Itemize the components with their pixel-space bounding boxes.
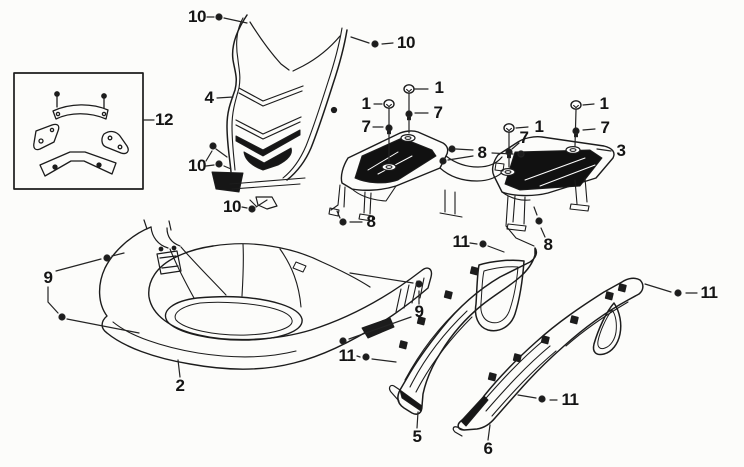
callout-10-top-right: 10 (397, 33, 415, 52)
part-3-floor-panel-drawing (328, 130, 615, 247)
callout-part-12: 12 (155, 110, 173, 129)
right-bracket (101, 130, 129, 155)
callout-11-bottom: 11 (561, 390, 579, 409)
callout-9-right: 9 (414, 302, 424, 321)
callout-part-6: 6 (483, 439, 493, 458)
callout-part-4: 4 (204, 88, 214, 107)
callout-10-mid-left: 10 (188, 156, 206, 175)
callout-part-3: 3 (616, 141, 626, 160)
callout-11-lower-left: 11 (338, 346, 356, 365)
part-5-side-skirt-drawing (388, 247, 538, 415)
callout-part-5: 5 (412, 427, 422, 446)
part-6-side-skirt-drawing (452, 277, 644, 437)
callout-7-third: 7 (519, 128, 529, 147)
left-bracket (33, 123, 60, 151)
callout-8-lower-right: 8 (543, 235, 553, 254)
callout-8-lower-left: 8 (366, 212, 376, 231)
callout-8-center: 8 (477, 143, 487, 162)
bottom-bracket (39, 151, 117, 177)
mounting-legs (328, 177, 590, 247)
callout-1-third: 1 (534, 117, 544, 136)
callout-10-bottom: 10 (223, 197, 241, 216)
callout-11-right: 11 (700, 283, 718, 302)
callout-7-right: 7 (600, 118, 610, 137)
part-2-floor-board-drawing (98, 219, 433, 370)
callout-7-left: 7 (361, 117, 371, 136)
callout-1-second: 1 (434, 78, 444, 97)
part-4-front-cover-drawing (211, 14, 348, 210)
callout-1-right: 1 (599, 94, 609, 113)
callout-7-second: 7 (433, 103, 443, 122)
part-12-bracket-kit-drawing (13, 72, 144, 190)
bracket-screws (54, 91, 107, 109)
top-bracket (52, 104, 109, 120)
callout-9-left: 9 (43, 268, 53, 287)
callout-11-top: 11 (452, 232, 470, 251)
part-12-box (13, 72, 144, 190)
fasteners-and-leader-lines (47, 13, 698, 441)
callout-part-2: 2 (175, 376, 185, 395)
callout-1-left: 1 (361, 94, 371, 113)
callout-10-top-left: 10 (188, 7, 206, 26)
